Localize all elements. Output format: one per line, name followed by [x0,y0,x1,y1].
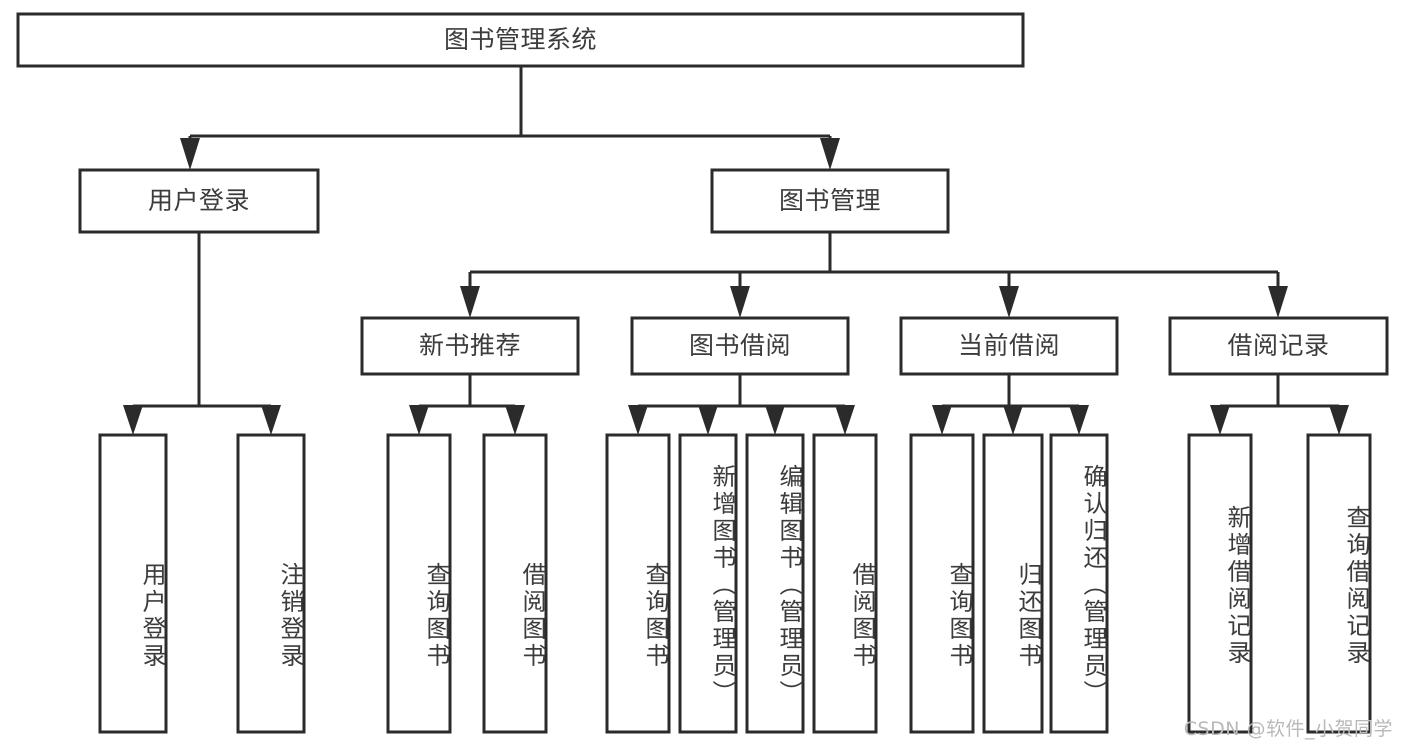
node-leaf-query-record[interactable] [1306,433,1372,734]
node-leaf-query-book-1[interactable] [386,433,452,734]
node-leaf-query-book-2[interactable] [605,433,671,734]
node-leaf-add-book[interactable] [678,433,738,734]
node-new-book-recommend[interactable] [360,316,580,376]
csdn-watermark: CSDN @软件_小贺同学 [1183,718,1393,740]
arrow-head-icon-to-leaf-query-book-3 [932,405,952,435]
arrow-head-icon-to-leaf-edit-book [765,405,785,435]
arrow-head-icon-to-leaf-add-record [1210,405,1230,435]
arrow-head-icon-to-user-login [180,138,200,170]
arrow-head-icon-to-leaf-borrow-book-1 [505,405,525,435]
arrow-head-icon-to-leaf-query-book-2 [628,405,648,435]
node-user-login[interactable] [78,168,320,234]
node-leaf-user-login[interactable] [98,433,168,734]
arrow-head-icon-to-new-book-recommend [460,286,480,318]
arrow-head-icon-to-leaf-user-login [123,405,143,435]
arrow-head-icon-to-leaf-confirm-return [1069,405,1089,435]
arrow-head-icon-to-book-management [820,138,840,170]
node-leaf-return-book[interactable] [982,433,1044,734]
node-root-book-management-system[interactable] [16,12,1025,68]
arrow-head-icon-to-leaf-query-record [1329,405,1349,435]
arrow-head-icon-to-leaf-return-book [1003,405,1023,435]
arrow-head-icon-to-leaf-query-book-1 [409,405,429,435]
node-leaf-borrow-book-1[interactable] [482,433,548,734]
node-leaf-edit-book[interactable] [745,433,805,734]
arrow-head-icon-to-current-borrow [999,286,1019,318]
node-borrow-record[interactable] [1168,316,1389,376]
node-leaf-add-record[interactable] [1187,433,1253,734]
node-leaf-confirm-return[interactable] [1049,433,1109,734]
node-book-borrow[interactable] [630,316,850,376]
node-leaf-borrow-book-2[interactable] [812,433,878,734]
arrow-head-icon-to-leaf-add-book [698,405,718,435]
arrow-head-icon-to-leaf-logout [261,405,281,435]
node-leaf-logout[interactable] [236,433,306,734]
node-book-management[interactable] [710,168,950,234]
arrow-head-icon-to-book-borrow [730,286,750,318]
node-leaf-query-book-3[interactable] [909,433,975,734]
arrow-head-icon-to-leaf-borrow-book-2 [835,405,855,435]
node-current-borrow[interactable] [899,316,1119,376]
arrow-head-icon-to-borrow-record [1268,286,1288,318]
